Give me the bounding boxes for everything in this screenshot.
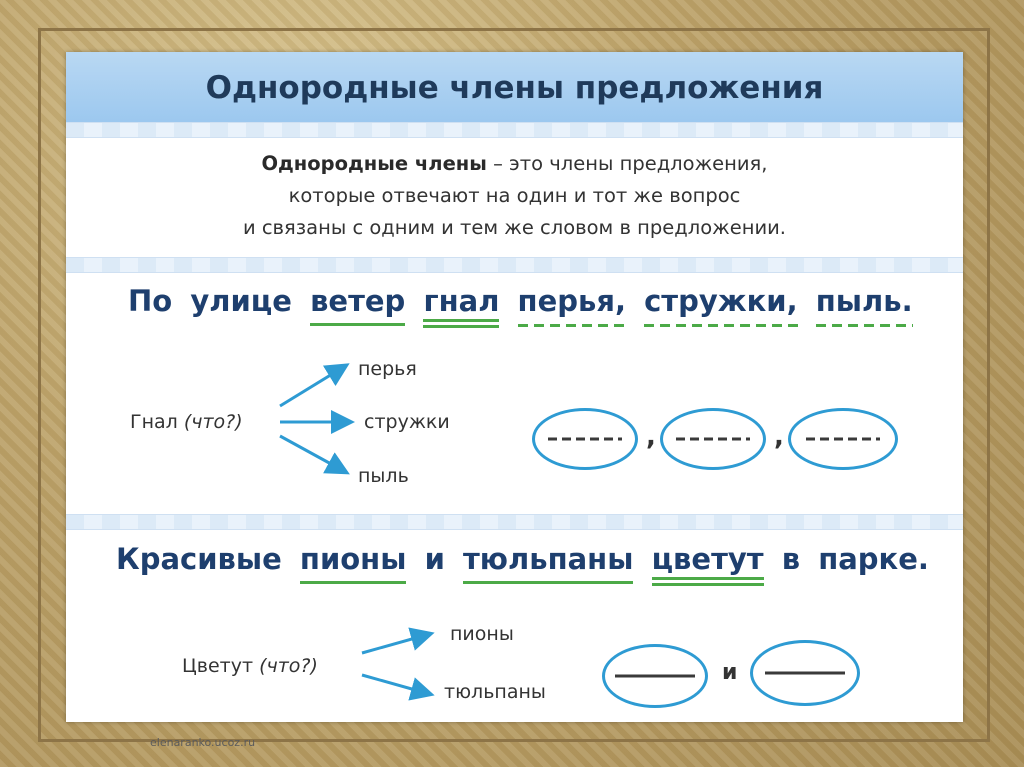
diagram2-head: Цветут (что?) [182, 655, 318, 677]
scheme-oval [660, 408, 766, 470]
diagram2-branch: пионы [450, 623, 514, 645]
scheme-comma: , [774, 422, 784, 452]
arrows-icon [279, 363, 355, 475]
arrows-icon [361, 627, 435, 701]
sentence-word-object: перья, [517, 284, 627, 327]
sentence-word: улице [190, 284, 292, 318]
sentence-word-object: пыль. [815, 284, 913, 327]
stripe-divider [66, 122, 963, 138]
sentence-word-predicate: гнал [423, 284, 500, 328]
stripe-divider [66, 514, 963, 530]
sentence-word: Красивые [116, 542, 282, 576]
dashed-line-icon [676, 437, 750, 441]
slide-card: Однородные члены предложения Однородные … [66, 52, 963, 722]
scheme-comma: , [646, 422, 656, 452]
sentence-word: По [128, 284, 173, 318]
dashed-line-icon [806, 437, 880, 441]
definition-line2: которые отвечают на один и тот же вопрос [288, 184, 741, 207]
solid-line-icon [765, 671, 845, 675]
sentence-word-subject: ветер [310, 284, 406, 326]
diagram1-branch: перья [358, 358, 417, 380]
diagram1-branch: пыль [358, 465, 409, 487]
scheme-oval [532, 408, 638, 470]
dashed-line-icon [548, 437, 622, 441]
diagram1-head: Гнал (что?) [130, 411, 243, 433]
sentence-word-predicate: цветут [651, 542, 764, 586]
diagram2-branch: тюльпаны [444, 681, 546, 703]
scheme-oval [602, 644, 708, 708]
frame-border [38, 28, 990, 742]
solid-line-icon [615, 674, 695, 678]
watermark: elenaranko.ucoz.ru [150, 736, 256, 749]
scheme-oval [750, 640, 860, 706]
sentence-word: парке. [818, 542, 929, 576]
definition-line1: – это члены предложения, [486, 152, 768, 175]
definition-text: Однородные члены – это члены предложения… [66, 148, 963, 244]
sentence-word-subject: тюльпаны [463, 542, 634, 584]
sentence-word: и [424, 542, 445, 576]
diagram1-head-word: Гнал [130, 411, 178, 433]
diagram1-branch: стружки [364, 411, 450, 433]
diagram2-question: (что?) [259, 655, 318, 677]
definition-line3: и связаны с одним и тем же словом в пред… [242, 216, 787, 239]
diagram1-question: (что?) [183, 411, 243, 433]
slide-title: Однородные члены предложения [205, 70, 824, 106]
sentence-word-object: стружки, [644, 284, 798, 327]
stripe-divider [66, 257, 963, 273]
definition-term: Однородные члены [261, 152, 487, 175]
scheme-oval [788, 408, 898, 470]
title-band [66, 52, 963, 122]
diagram2-head-word: Цветут [182, 655, 254, 677]
scheme-conjunction: и [722, 660, 738, 685]
example1-sentence: По улице ветер гнал перья, стружки, пыль… [128, 284, 913, 328]
sentence-word: в [781, 542, 801, 576]
example2-sentence: Красивые пионы и тюльпаны цветут в парке… [116, 542, 929, 586]
sentence-word-subject: пионы [299, 542, 407, 584]
